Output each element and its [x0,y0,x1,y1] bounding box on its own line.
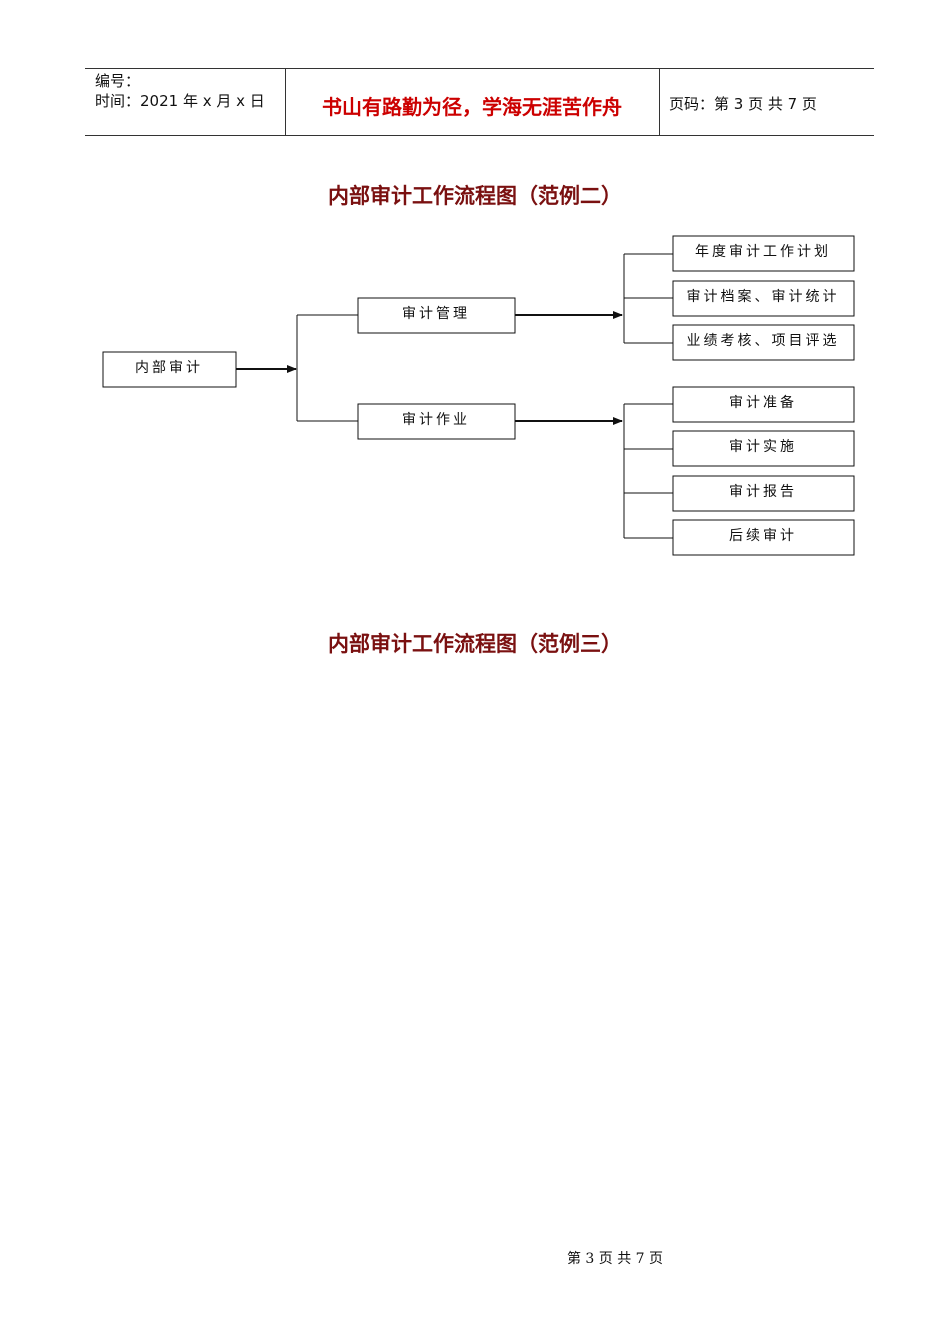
node-management-item-1-label: 年度审计工作计划 [695,244,831,260]
node-operation-item-4-box [672,519,855,556]
node-management-item-1-box [672,235,855,272]
node-management-label: 审计管理 [402,306,470,322]
node-management-item-2-label: 审计档案、审计统计 [687,288,840,305]
node-operation-item-3-label: 审计报告 [729,484,797,500]
header-divider-left [285,69,286,135]
node-management-box [357,297,516,334]
header-divider-right [659,69,660,135]
page-footer: 第 3 页 共 7 页 [566,1251,664,1267]
section-title-example-2: 内部审计工作流程图（范例二） [328,183,622,208]
node-operation-label: 审计作业 [402,412,470,428]
node-management-item-3-box [672,324,855,361]
node-root-label: 内部审计 [135,360,203,376]
node-operation-item-2-box [672,430,855,467]
audit-flowchart: 内部审计 审计管理 审计作业 年度审计工作计划 审计档案、审计统计 业绩考核、项… [102,235,855,556]
node-operation-item-1-box [672,386,855,423]
section-title-example-3: 内部审计工作流程图（范例三） [328,631,622,656]
flow-boxes [102,235,855,556]
node-operation-item-4-label: 后续审计 [729,527,797,544]
node-operation-item-1-label: 审计准备 [729,394,797,411]
node-operation-box [357,403,516,440]
header-page-label: 页码：第 3 页 共 7 页 [669,95,817,113]
document-header: 编号： 时间：2021 年 x 月 x 日 书山有路勤为径，学海无涯苦作舟 页码… [85,68,874,136]
node-operation-item-3-box [672,475,855,512]
node-management-item-3-label: 业绩考核、项目评选 [687,333,840,349]
flow-connectors [236,253,673,539]
node-management-item-2-box [672,280,855,317]
node-root-box [102,351,237,388]
serial-label: 编号： [95,72,141,90]
header-motto: 书山有路勤为径，学海无涯苦作舟 [322,95,622,119]
node-operation-item-2-label: 审计实施 [729,439,797,455]
time-label: 时间：2021 年 x 月 x 日 [95,92,265,110]
